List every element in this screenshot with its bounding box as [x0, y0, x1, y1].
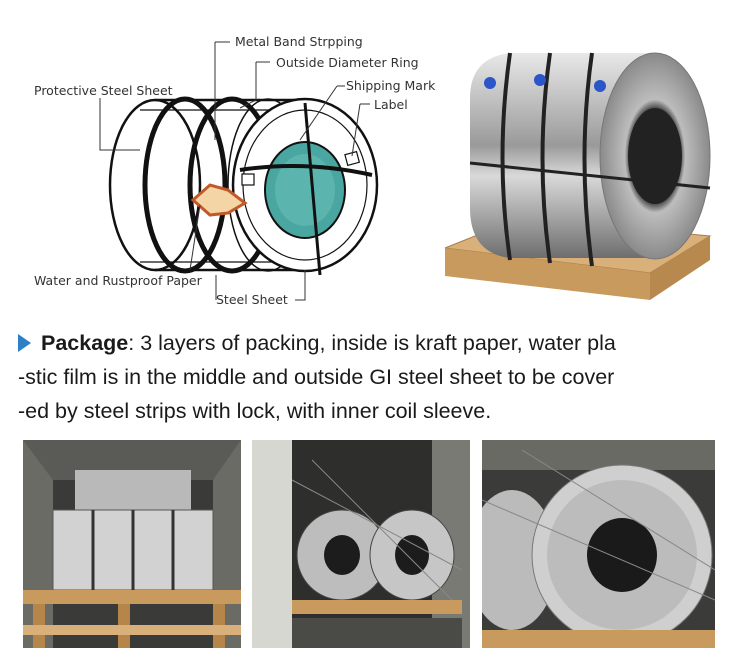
container-loading-photo-2	[252, 440, 470, 648]
package-description: Package: 3 layers of packing, inside is …	[18, 326, 733, 428]
coil-diagram-illustration	[99, 41, 379, 301]
package-text-1: : 3 layers of packing, inside is kraft p…	[128, 331, 616, 355]
package-line-3: -ed by steel strips with lock, with inne…	[18, 399, 492, 423]
coil-on-pallet-photo	[440, 38, 715, 310]
container-loading-photo-1	[23, 440, 241, 648]
package-line-1: Package: 3 layers of packing, inside is …	[18, 326, 733, 360]
arrow-right-icon	[18, 334, 31, 352]
container-loading-photo-3	[482, 440, 715, 648]
callout-label: Label	[374, 97, 408, 112]
callout-steel-sheet: Steel Sheet	[216, 292, 288, 307]
package-label: Package	[41, 331, 129, 355]
package-line-2: -stic film is in the middle and outside …	[18, 365, 615, 389]
callout-protective-sheet: Protective Steel Sheet	[34, 83, 173, 98]
callout-shipping-mark: Shipping Mark	[346, 78, 436, 93]
coil-packaging-diagram: Metal Band Strpping Outside Diameter Rin…	[0, 0, 440, 320]
callout-outside-ring: Outside Diameter Ring	[276, 55, 419, 70]
callout-water-paper: Water and Rustproof Paper	[34, 273, 202, 288]
callout-metal-band: Metal Band Strpping	[235, 34, 363, 49]
